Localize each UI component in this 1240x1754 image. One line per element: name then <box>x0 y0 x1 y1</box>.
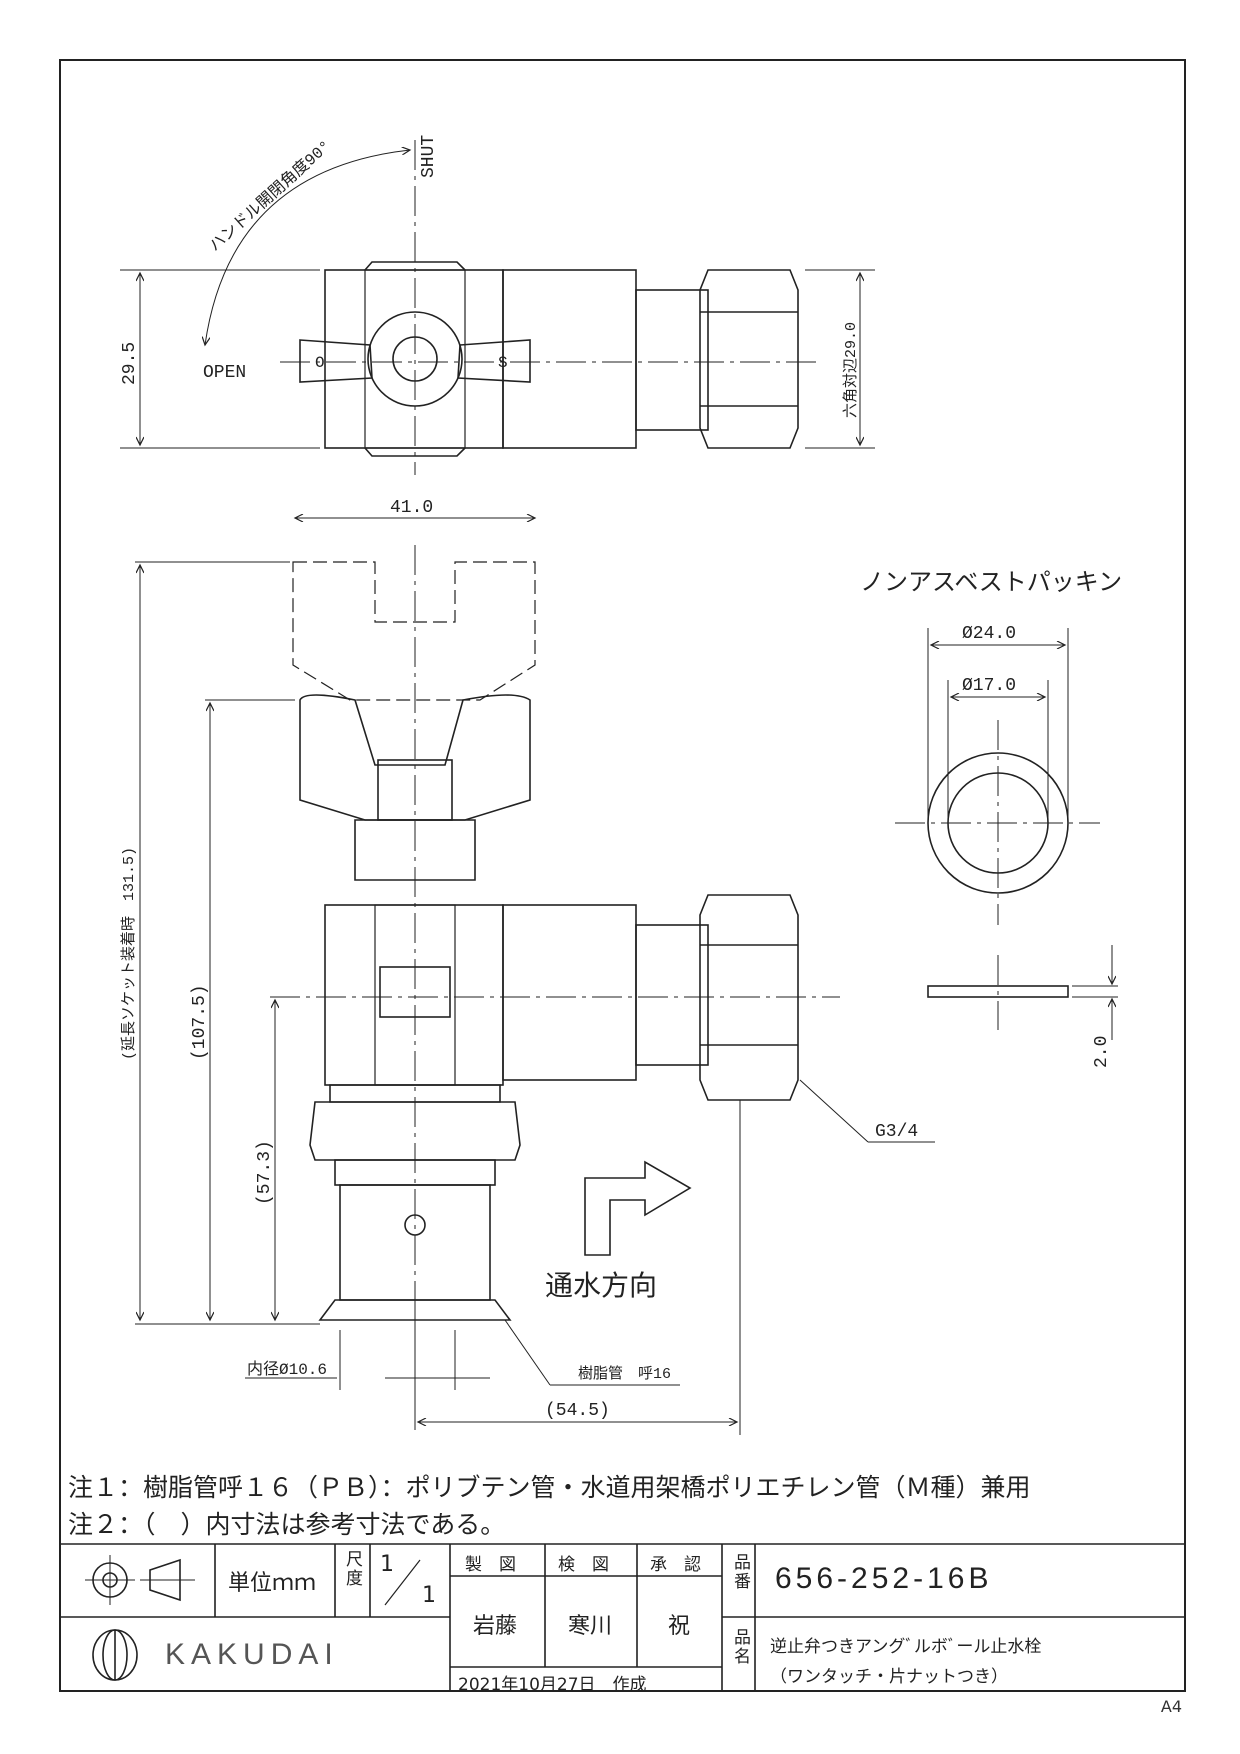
date-created: 2021年10月27日 作成 <box>458 1675 647 1695</box>
stem-ring <box>367 311 463 407</box>
part-name-label: 品名 <box>730 1628 750 1666</box>
packing-view <box>895 628 1118 1040</box>
stem-cap <box>392 336 438 382</box>
union-nut <box>309 1101 521 1161</box>
shut-label: SHUT <box>419 135 439 178</box>
sheet-size: A4 <box>1160 1697 1182 1716</box>
flow-arrow <box>584 1160 692 1256</box>
top-view <box>120 140 875 475</box>
handle-wing-o <box>299 339 373 383</box>
valve-body-top <box>324 269 504 449</box>
pipe-label: 樹脂管 呼16 <box>578 1365 671 1383</box>
angle-label: ハンドル開閉角度90° <box>206 137 335 256</box>
part-name-line-1: 逆止弁つきアングﾞルボﾞール止水栓 <box>770 1637 1042 1657</box>
part-no-label: 品番 <box>730 1553 750 1591</box>
dim-offset: (54.5) <box>545 1401 610 1421</box>
dim-front-width: 41.0 <box>390 498 433 518</box>
drawn-by: 岩藤 <box>473 1614 518 1639</box>
dim-packing-inner: Ø17.0 <box>962 676 1016 696</box>
packing-side <box>927 985 1069 998</box>
packing-outer <box>927 752 1069 894</box>
handle-o-mark: O <box>315 354 325 372</box>
part-number: 656-252-16B <box>775 1562 993 1595</box>
note-1: 注１：樹脂管呼１６（ＰＢ）：ポリブテン管・水道用架橋ポリエチレン管（Ｍ種）兼用 <box>68 1473 1031 1502</box>
drawing-frame <box>59 59 1186 1692</box>
open-label: OPEN <box>203 363 246 383</box>
dim-extended: (延長ソケット装着時 131.5) <box>120 847 138 1060</box>
front-view <box>135 518 935 1435</box>
brand-logo-text: KAKUDAI <box>165 1638 339 1671</box>
dim-hex: 六角対辺29.0 <box>842 322 860 418</box>
scale-numerator: 1 <box>380 1552 394 1577</box>
approved-by: 祝 <box>668 1614 691 1639</box>
scale-label: 尺度 <box>342 1550 362 1588</box>
handle-shut <box>299 694 531 821</box>
dim-top-height: 29.5 <box>120 342 140 385</box>
approved-label: 承 認 <box>650 1555 701 1575</box>
part-name-line-2: （ワンタッチ・片ナットつき） <box>770 1667 1008 1687</box>
flow-label: 通水方向 <box>545 1269 657 1302</box>
dim-center: (57.3) <box>255 1140 275 1205</box>
handle-open-ghost <box>292 561 536 701</box>
unit-label: 単位ｍｍ <box>228 1571 317 1596</box>
hex-nut-top <box>699 269 799 449</box>
hex-nut-front <box>699 894 799 1101</box>
handle-s-mark: S <box>498 354 508 372</box>
dim-inner: 内径Ø10.6 <box>247 1360 327 1379</box>
handle-wing-s <box>457 339 531 383</box>
note-2: 注２：（ ）内寸法は参考寸法である。 <box>68 1510 506 1539</box>
thread-label: G3/4 <box>875 1122 918 1142</box>
scale-denominator: 1 <box>422 1583 436 1608</box>
dim-packing-thickness: 2.0 <box>1092 1036 1112 1068</box>
drawn-label: 製 図 <box>465 1555 516 1575</box>
dim-packing-outer: Ø24.0 <box>962 624 1016 644</box>
packing-title: ノンアスベストパッキン <box>860 568 1122 596</box>
dim-front-height: (107.5) <box>190 984 210 1060</box>
checked-label: 検 図 <box>558 1555 609 1575</box>
valve-body-front <box>324 904 504 1086</box>
checked-by: 寒川 <box>568 1614 613 1639</box>
title-block-grid <box>59 1543 1186 1692</box>
